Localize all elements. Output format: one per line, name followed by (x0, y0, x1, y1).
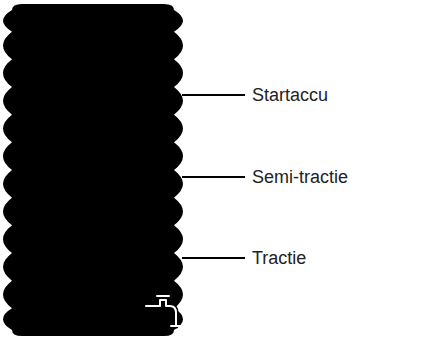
battery-stack-silhouette (3, 4, 183, 336)
leader-lines (182, 95, 245, 258)
leader-line (182, 257, 245, 259)
drain-tap (146, 296, 181, 326)
part-label: Tractie (252, 247, 306, 269)
leader-line (182, 176, 245, 178)
part-label: Startaccu (252, 84, 328, 106)
leader-line (182, 94, 245, 96)
part-label: Semi-tractie (252, 166, 348, 188)
